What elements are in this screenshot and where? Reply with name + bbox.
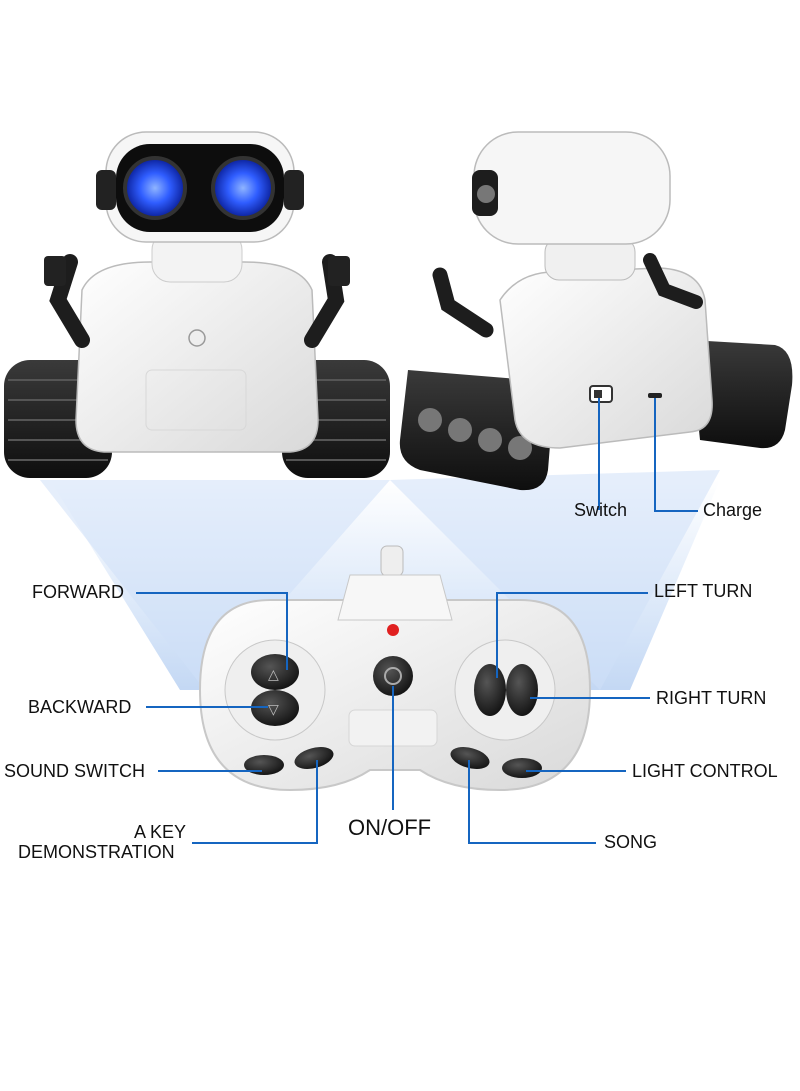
power-button bbox=[373, 656, 413, 696]
right-eye bbox=[211, 156, 275, 220]
charge-port bbox=[648, 393, 662, 398]
svg-text:▽: ▽ bbox=[268, 702, 279, 718]
right-turn-callout bbox=[530, 697, 650, 699]
left-turn-label: LEFT TURN bbox=[654, 581, 753, 601]
backward-button bbox=[251, 690, 299, 726]
rear-right-arm bbox=[643, 253, 703, 309]
charge-callout-vertical bbox=[654, 398, 656, 510]
right-turn-label: RIGHT TURN bbox=[656, 688, 767, 708]
song-button bbox=[450, 747, 490, 769]
robot-body bbox=[75, 261, 319, 453]
left-eye bbox=[123, 156, 187, 220]
spotlight-beam-left bbox=[40, 480, 390, 690]
onoff-callout bbox=[392, 686, 394, 810]
left-turn-callout-h bbox=[496, 592, 648, 594]
light-control-callout bbox=[526, 770, 626, 772]
forward-label: FORWARD bbox=[32, 582, 124, 602]
light-control-button bbox=[502, 758, 542, 778]
demo-callout-v bbox=[316, 760, 318, 842]
backward-callout-h bbox=[146, 706, 268, 708]
robot-front-view bbox=[4, 131, 390, 478]
demo-button bbox=[294, 747, 334, 769]
power-led bbox=[387, 624, 399, 636]
rear-right-track bbox=[690, 340, 793, 449]
sound-switch-button bbox=[244, 755, 284, 775]
sound-switch-callout bbox=[158, 770, 262, 772]
backward-label: BACKWARD bbox=[28, 697, 132, 717]
sound-switch-label: SOUND SWITCH bbox=[4, 761, 145, 781]
demonstration-label: DEMONSTRATION bbox=[18, 842, 175, 862]
charge-label: Charge bbox=[703, 500, 763, 520]
remote-antenna bbox=[380, 545, 404, 577]
song-label: SONG bbox=[604, 832, 658, 852]
rear-body bbox=[499, 267, 713, 449]
charge-callout-horizontal bbox=[654, 510, 698, 512]
on-off-label: ON/OFF bbox=[348, 815, 432, 840]
svg-text:△: △ bbox=[268, 667, 279, 683]
forward-callout-v bbox=[286, 592, 288, 670]
right-turn-button bbox=[506, 664, 538, 716]
rear-head bbox=[473, 131, 671, 245]
left-turn-callout-v bbox=[496, 592, 498, 678]
song-callout-h bbox=[468, 842, 596, 844]
switch-callout-vertical bbox=[598, 398, 600, 510]
light-control-label: LIGHT CONTROL bbox=[632, 761, 778, 781]
left-turn-button bbox=[474, 664, 506, 716]
demo-callout-h bbox=[192, 842, 318, 844]
spotlight-beam-right bbox=[390, 470, 720, 690]
remote-control: △ ▽ bbox=[198, 545, 592, 792]
robot-rear-view bbox=[399, 131, 793, 491]
rear-left-arm bbox=[432, 267, 494, 338]
switch-label: Switch bbox=[574, 500, 628, 520]
a-key-label: A KEY bbox=[133, 822, 186, 842]
logo-icon bbox=[188, 329, 206, 347]
forward-callout-h bbox=[136, 592, 288, 594]
song-callout-v bbox=[468, 760, 470, 842]
